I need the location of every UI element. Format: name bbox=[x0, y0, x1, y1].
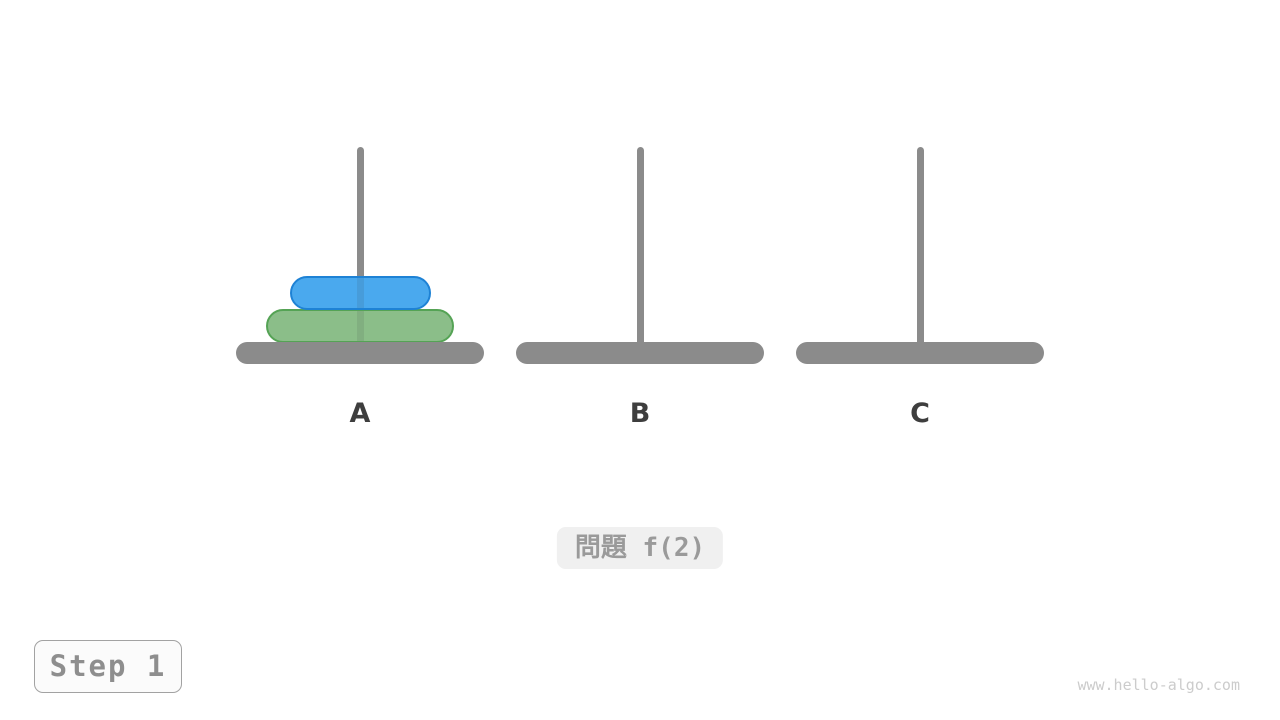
peg-B-base bbox=[516, 342, 764, 364]
peg-C-base bbox=[796, 342, 1044, 364]
pole-through-disk-shade bbox=[356, 311, 364, 341]
disk-1-blue bbox=[289, 276, 431, 310]
peg-C-label: C bbox=[910, 398, 930, 429]
peg-A-pole bbox=[356, 147, 364, 353]
peg-B-label: B bbox=[629, 398, 651, 429]
peg-C-pole bbox=[916, 147, 924, 353]
peg-A-base bbox=[236, 342, 484, 364]
step-badge: Step 1 bbox=[34, 640, 182, 693]
disk-2-green bbox=[266, 309, 454, 343]
peg-A-label: A bbox=[349, 398, 371, 429]
pole-through-disk-shade bbox=[356, 278, 364, 308]
peg-B-pole bbox=[636, 147, 644, 353]
watermark: www.hello-algo.com bbox=[1077, 676, 1240, 694]
problem-badge: 問題 f(2) bbox=[556, 527, 724, 569]
